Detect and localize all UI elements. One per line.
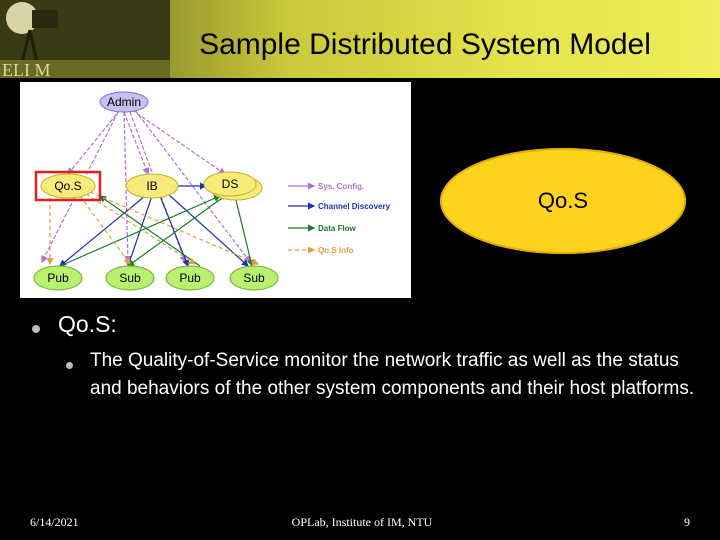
slide-header: ELI M Sample Distributed System Model <box>0 0 720 78</box>
film-light-decoration: ELI M <box>0 0 170 78</box>
bullet-dot-level2 <box>66 362 73 369</box>
diagram-svg: Admin Qo.S IB DS Pub Sub Pub <box>33 91 391 291</box>
svg-text:Admin: Admin <box>107 95 141 109</box>
qos-info-edges <box>46 191 260 266</box>
svg-text:Channel Discovery: Channel Discovery <box>318 202 391 211</box>
sub-node-1: Sub <box>105 265 155 291</box>
svg-text:Sys. Config.: Sys. Config. <box>318 182 364 191</box>
legend-qos-info: Qo.S Info <box>288 246 354 255</box>
admin-node: Admin <box>99 91 149 113</box>
data-flow-edges <box>59 195 255 268</box>
svg-text:Sub: Sub <box>119 271 141 285</box>
footer-page-number: 9 <box>684 515 690 529</box>
svg-text:DS: DS <box>222 177 239 191</box>
ds-node: DS <box>203 171 263 201</box>
sub-node-2: Sub <box>229 265 279 291</box>
bullet-level2-text: The Quality-of-Service monitor the netwo… <box>90 350 695 399</box>
svg-text:IB: IB <box>146 179 157 193</box>
ib-node: IB <box>125 173 179 199</box>
bullet-level1-text: Qo.S: <box>58 311 117 337</box>
qos-node: Qo.S <box>40 173 96 199</box>
qos-highlight-box <box>34 170 102 202</box>
svg-text:Data Flow: Data Flow <box>318 224 357 233</box>
legend-sys-config: Sys. Config. <box>288 182 364 191</box>
pub-node-1: Pub <box>33 265 83 291</box>
svg-text:ELI M: ELI M <box>2 60 51 78</box>
footer-center-text: OPLab, Institute of IM, NTU <box>291 515 433 529</box>
svg-text:Qo.S: Qo.S <box>54 179 81 193</box>
diagram-legend: Sys. Config. Channel Discovery Data Flow… <box>288 182 391 255</box>
legend-channel-discovery: Channel Discovery <box>288 202 391 211</box>
slide-title: Sample Distributed System Model <box>199 28 651 61</box>
footer-date: 6/14/2021 <box>30 515 79 529</box>
svg-text:Qo.S Info: Qo.S Info <box>318 246 354 255</box>
pub-node-2: Pub <box>165 265 215 291</box>
qos-callout-label: Qo.S <box>537 188 589 213</box>
bullet-dot-level1 <box>32 325 40 333</box>
svg-text:Sub: Sub <box>243 271 265 285</box>
legend-data-flow: Data Flow <box>288 224 357 233</box>
svg-text:Pub: Pub <box>179 271 201 285</box>
svg-text:Pub: Pub <box>47 271 69 285</box>
system-model-diagram: Admin Qo.S IB DS Pub Sub Pub <box>20 82 411 298</box>
qos-callout-ellipse: Qo.S <box>440 148 686 254</box>
